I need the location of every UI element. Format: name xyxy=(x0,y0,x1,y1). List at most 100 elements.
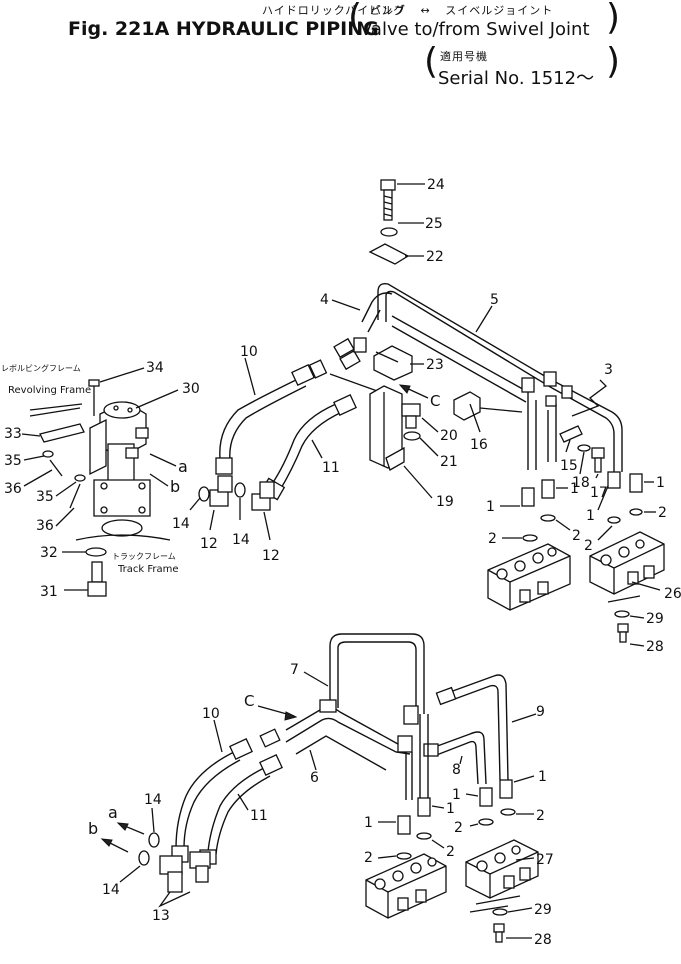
track-frame-line xyxy=(75,534,171,541)
control-valve-27 xyxy=(465,839,539,899)
callout-16: 16 xyxy=(470,437,488,453)
control-valve-upper-left xyxy=(487,543,571,611)
callout-6: 6 xyxy=(310,770,319,786)
callout-28-upper: 28 xyxy=(646,639,664,655)
washer-35 xyxy=(74,474,86,482)
washer-32 xyxy=(85,547,107,557)
callout-36a: 36 xyxy=(4,481,22,497)
o-ring-2 xyxy=(478,818,494,826)
callout-15: 15 xyxy=(560,458,578,474)
serial-label-japanese: 適用号機 xyxy=(440,50,488,63)
callout-2c: 2 xyxy=(584,538,593,554)
callout-2d: 2 xyxy=(658,505,667,521)
hose-11-upper xyxy=(260,393,357,501)
subtitle-japanese: バルブ ↔ スイベルジョイント xyxy=(370,4,554,17)
callout-10-upper: 10 xyxy=(240,344,258,360)
callout-1g: 1 xyxy=(452,787,461,803)
callout-25: 25 xyxy=(425,216,443,232)
adapter-fittings-upper xyxy=(333,337,367,371)
callout-2b: 2 xyxy=(572,528,581,544)
swivel-joint-30 xyxy=(89,401,151,537)
o-ring-2 xyxy=(540,514,556,522)
callout-33: 33 xyxy=(4,426,22,442)
callout-26: 26 xyxy=(664,586,681,602)
callout-14c: 14 xyxy=(144,792,162,808)
pipe-7 xyxy=(329,633,425,714)
washer-29-lower xyxy=(492,908,508,916)
callout-2e: 2 xyxy=(364,850,373,866)
hose-10-upper xyxy=(215,359,328,475)
callout-36b: 36 xyxy=(36,518,54,534)
view-c-label-upper: C xyxy=(430,392,440,410)
callout-31: 31 xyxy=(40,584,58,600)
callout-14a: 14 xyxy=(172,516,190,532)
callout-27: 27 xyxy=(536,852,554,868)
pipe-bundle-4-5 xyxy=(361,282,623,474)
bolt-31 xyxy=(87,561,107,597)
block-23 xyxy=(373,345,413,381)
plate-33 xyxy=(39,423,85,443)
callout-20: 20 xyxy=(440,428,458,444)
callout-12a: 12 xyxy=(200,536,218,552)
bolt-34 xyxy=(88,379,100,416)
figure-subtitle: Valve to/from Swivel Joint xyxy=(360,19,590,40)
washer-25 xyxy=(380,227,398,237)
callout-34: 34 xyxy=(146,360,164,376)
callout-14d: 14 xyxy=(102,882,120,898)
callout-32: 32 xyxy=(40,545,58,561)
track-frame-label-jp: トラックフレーム xyxy=(112,552,176,561)
hose-11-lower xyxy=(199,753,283,865)
callout-29-lower: 29 xyxy=(534,902,552,918)
pipe-9 xyxy=(435,674,509,781)
callout-2f: 2 xyxy=(446,844,455,860)
revolving-frame-label-jp: レボルビングフレーム xyxy=(1,363,81,373)
callout-2a: 2 xyxy=(488,531,497,547)
o-ring-2 xyxy=(629,508,643,516)
callout-35b: 35 xyxy=(36,489,54,505)
o-ring-2 xyxy=(522,534,538,542)
view-c-label-lower: C xyxy=(244,692,254,710)
serial-number: Serial No. 1512～ xyxy=(438,68,595,89)
callout-28-lower: 28 xyxy=(534,932,552,948)
bolt-28-upper xyxy=(617,623,629,643)
callout-2g: 2 xyxy=(454,820,463,836)
control-valve-26 xyxy=(589,531,665,595)
elbow-12-right xyxy=(251,481,275,511)
o-ring-2 xyxy=(416,832,432,840)
pipe-6 xyxy=(285,699,419,771)
callout-11-upper: 11 xyxy=(322,460,340,476)
clamp-22 xyxy=(368,243,410,265)
letter-a-upper: a xyxy=(178,457,188,476)
o-ring-2 xyxy=(396,852,412,860)
callout-2h: 2 xyxy=(536,808,545,824)
clamp-15 xyxy=(559,425,583,443)
tee-fitting xyxy=(521,377,535,393)
o-ring-14 xyxy=(198,486,210,502)
callout-1e: 1 xyxy=(364,815,373,831)
bolt-17 xyxy=(591,447,605,473)
callout-3: 3 xyxy=(604,362,613,378)
callout-18: 18 xyxy=(572,475,590,491)
callout-21: 21 xyxy=(440,454,458,470)
callout-30: 30 xyxy=(182,381,200,397)
callout-13: 13 xyxy=(152,908,170,924)
callout-10-lower: 10 xyxy=(202,706,220,722)
letter-b-upper: b xyxy=(170,477,180,496)
revolving-frame-label: Revolving Frame xyxy=(8,385,91,396)
tee-fitting xyxy=(543,371,557,387)
washer-29-upper xyxy=(614,610,630,618)
bolt-24 xyxy=(380,179,396,221)
hose-10-lower xyxy=(171,728,281,863)
washer-35 xyxy=(42,450,54,458)
callout-7: 7 xyxy=(290,662,299,678)
callout-1c: 1 xyxy=(586,508,595,524)
callout-1f: 1 xyxy=(446,801,455,817)
control-valve-lower-left xyxy=(365,853,447,919)
callout-22: 22 xyxy=(426,249,444,265)
callout-1a: 1 xyxy=(486,499,495,515)
elbow-12-left xyxy=(209,475,233,507)
track-frame-label: Track Frame xyxy=(117,564,179,575)
title-japanese: ハイドロリックパイピング xyxy=(262,4,406,17)
paren-open-serial: ( xyxy=(424,41,439,82)
